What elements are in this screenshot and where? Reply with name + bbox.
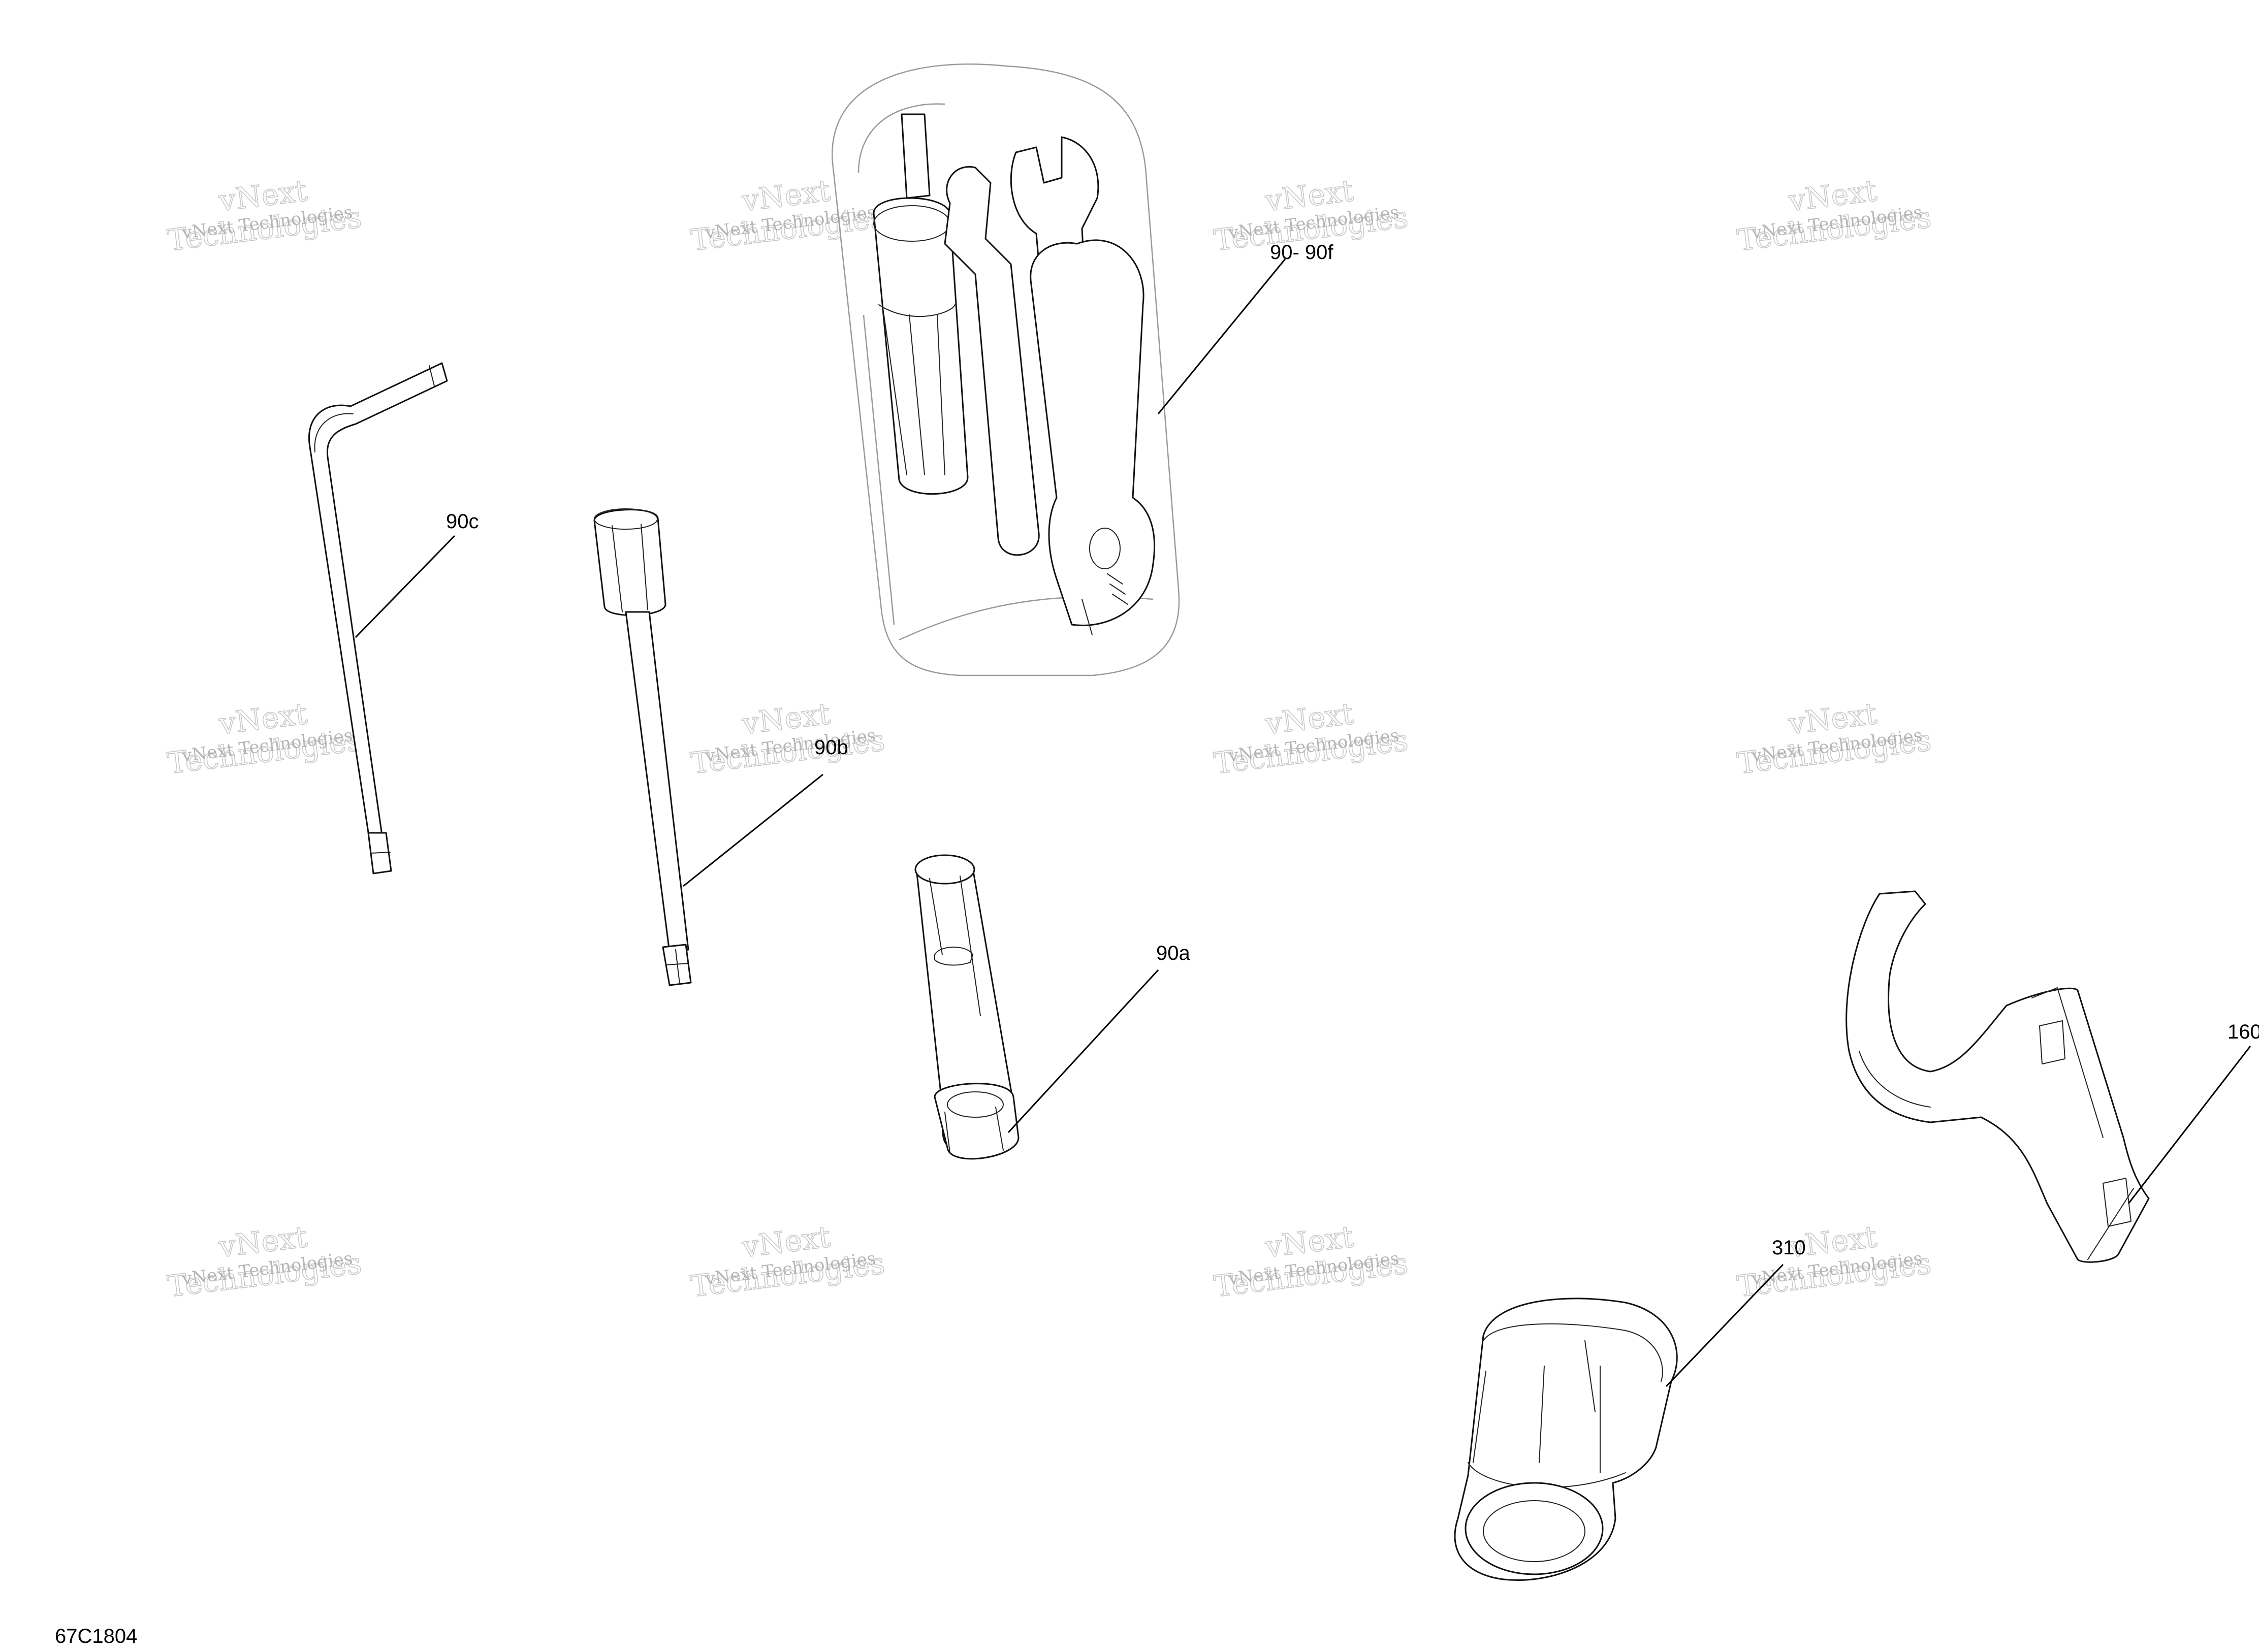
bit-driver-tip xyxy=(662,944,692,986)
spanner-pin-upper xyxy=(2039,1020,2065,1064)
allen-key xyxy=(308,362,448,874)
watermark: Technologies vNext vNext Technologies xyxy=(165,1219,364,1304)
callout-spanner: 160 xyxy=(2228,1021,2259,1043)
pouch-hex-key xyxy=(901,113,931,199)
leader-kit xyxy=(1157,258,1286,414)
allen-key-tip-facets xyxy=(370,365,435,854)
tube-wrench-facets xyxy=(929,876,1004,1153)
bit-driver-hex-facets xyxy=(612,524,648,612)
pouch-screwdriver-handle xyxy=(873,197,969,495)
spanner-edge xyxy=(1859,987,2134,1260)
watermark: Technologies vNext vNext Technologies xyxy=(688,696,887,781)
leader-allen-key xyxy=(355,535,456,638)
watermark: Technologies vNext vNext Technologies xyxy=(1735,173,1933,258)
callout-tube-wrench: 90a xyxy=(1156,942,1190,964)
pouch-outline xyxy=(832,63,1180,676)
allen-key-bend xyxy=(314,413,354,452)
bit-driver-shaft xyxy=(625,611,689,953)
watermark: Technologies vNext vNext Technologies xyxy=(688,173,887,258)
socket xyxy=(1454,1298,1678,1581)
socket-hex-faces xyxy=(1473,1340,1601,1473)
leader-bit-driver xyxy=(683,773,823,887)
bit-driver-hex-head xyxy=(593,509,666,616)
tube-wrench-lower-socket xyxy=(934,1083,1020,1160)
bit-driver-hex-top xyxy=(594,508,658,530)
spanner-pin-lower xyxy=(2103,1178,2131,1227)
tube-wrench xyxy=(914,854,1020,1160)
watermark: Technologies vNext vNext Technologies xyxy=(1735,696,1933,781)
watermark: Technologies vNext vNext Technologies xyxy=(165,173,364,258)
watermark: Technologies vNext vNext Technologies xyxy=(1212,696,1410,781)
allen-key-body xyxy=(308,362,448,867)
callout-socket: 310 xyxy=(1772,1237,1806,1259)
watermark: Technologies vNext vNext Technologies xyxy=(688,1219,887,1304)
pouch-wrench-worm xyxy=(1081,573,1128,635)
pouch-screwdriver-flutes xyxy=(878,304,956,475)
callout-kit: 90- 90f xyxy=(1270,241,1333,264)
callout-allen-key: 90c xyxy=(446,510,479,533)
socket-bore xyxy=(1483,1500,1585,1562)
pouch-adjustable-wrench xyxy=(1030,239,1156,626)
diagram-code: 67C1804 xyxy=(55,1625,138,1647)
tool-kit-pouch xyxy=(832,63,1180,676)
pouch-small-wrench xyxy=(944,166,1040,556)
tube-wrench-lower-opening xyxy=(947,1091,1004,1118)
spanner-wrench xyxy=(1846,890,2150,1263)
leader-tube-wrench xyxy=(1007,969,1159,1133)
watermark: Technologies vNext vNext Technologies xyxy=(1212,1219,1410,1304)
watermark: Technologies vNext vNext Technologies xyxy=(1735,1219,1933,1304)
tube-wrench-slot xyxy=(934,947,973,966)
tube-wrench-top-opening xyxy=(914,854,975,885)
bit-driver-tip-facets xyxy=(666,949,689,985)
watermark: Technologies vNext vNext Technologies xyxy=(165,696,364,781)
socket-rim xyxy=(1483,1323,1663,1382)
callout-bit-driver: 90b xyxy=(814,736,848,759)
leader-spanner xyxy=(2127,1046,2251,1204)
leader-socket xyxy=(1665,1264,1784,1387)
spanner-body xyxy=(1846,890,2150,1263)
callout-labels: 90- 90f 90c 90b 90a 160 310 xyxy=(446,241,2259,1259)
socket-opening xyxy=(1465,1482,1604,1575)
pouch-wrench-hole xyxy=(1089,528,1121,569)
bit-driver xyxy=(593,508,692,986)
leader-lines xyxy=(355,258,2251,1387)
